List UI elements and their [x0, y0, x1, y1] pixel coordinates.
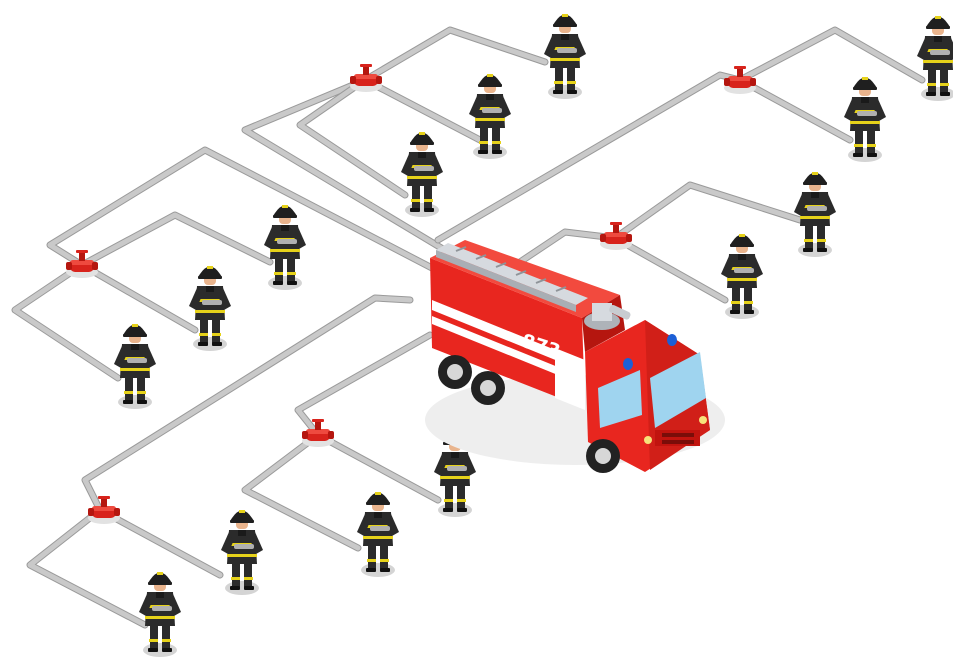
hose [438, 30, 922, 240]
firefighter-icon [917, 16, 953, 101]
hose [520, 185, 800, 262]
hose [82, 265, 195, 330]
hose [15, 265, 118, 378]
firefighter-icon [221, 510, 263, 595]
firefighter-icon [844, 77, 886, 162]
firefighter-icon [401, 132, 443, 217]
firefighter-icon [139, 572, 181, 657]
hydrant-icon [350, 64, 382, 92]
firefighter-icon [357, 492, 399, 577]
firefighter-icon [264, 205, 306, 290]
hose [438, 30, 922, 240]
hose [318, 435, 438, 500]
firefighter-icon [114, 324, 156, 409]
firefighter-icon [189, 266, 231, 351]
hose [520, 185, 800, 262]
hose [245, 335, 430, 548]
firefighter-icon [721, 234, 763, 319]
hose [615, 238, 725, 300]
hose [245, 335, 430, 548]
hose [365, 80, 480, 140]
firefighter-icon [469, 74, 511, 159]
firefighter-icon [794, 172, 836, 257]
hose [740, 80, 850, 140]
firefighter-icon [544, 14, 586, 99]
